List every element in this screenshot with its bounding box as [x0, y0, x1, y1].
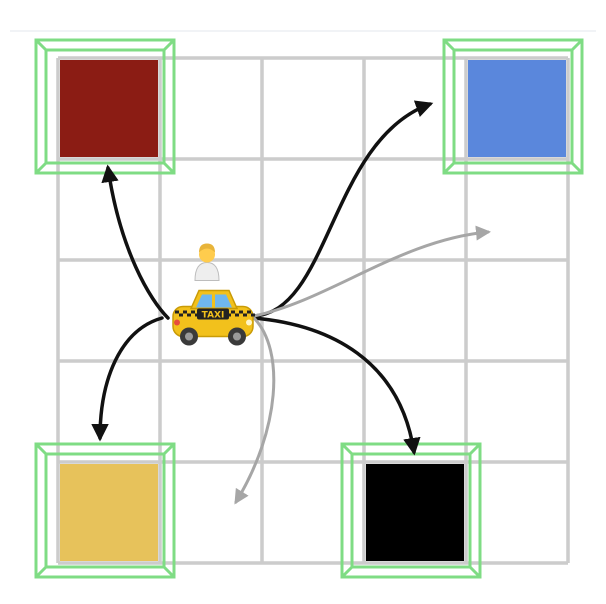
arrow-to-blue [252, 100, 434, 318]
grid-lines [56, 56, 570, 565]
landmark-yellow [60, 464, 158, 561]
taxi-sign-label: TAXI [202, 311, 225, 321]
taxi-icon: TAXI [172, 243, 255, 346]
person-icon [194, 243, 220, 281]
landmark-red [60, 60, 158, 157]
arrow-to-black [252, 316, 421, 456]
arrow-to-south [234, 316, 276, 505]
top-divider [10, 30, 596, 32]
move-arrows [91, 100, 491, 505]
landmark-black [366, 464, 464, 561]
arrow-to-east [252, 225, 491, 318]
arrow-to-red [101, 164, 170, 320]
highlight-box-yellow [34, 442, 176, 579]
highlight-box-blue [442, 38, 584, 175]
arrow-to-yellow [91, 316, 164, 442]
landmarks [60, 60, 566, 561]
landmark-blue [468, 60, 566, 157]
taxi-sign [197, 308, 229, 320]
taxi-agent: TAXI [172, 243, 255, 346]
highlight-boxes [34, 38, 584, 579]
